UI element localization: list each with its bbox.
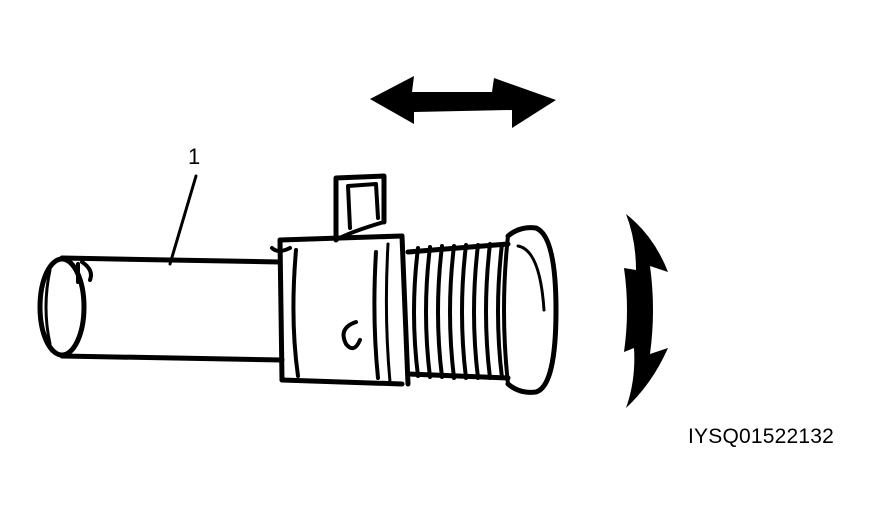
double-arrow-curved-vertical-icon xyxy=(624,214,668,408)
callout-leader-line xyxy=(168,174,198,266)
knob-head xyxy=(502,225,559,395)
locating-tab xyxy=(333,173,387,243)
pin-shaft xyxy=(37,255,285,363)
threaded-section xyxy=(405,241,511,381)
collar-body xyxy=(270,233,411,387)
double-arrow-horizontal-icon xyxy=(370,76,556,128)
figure-code-label: IYSQ01522132 xyxy=(688,425,835,448)
callout-number-1: 1 xyxy=(188,144,201,169)
